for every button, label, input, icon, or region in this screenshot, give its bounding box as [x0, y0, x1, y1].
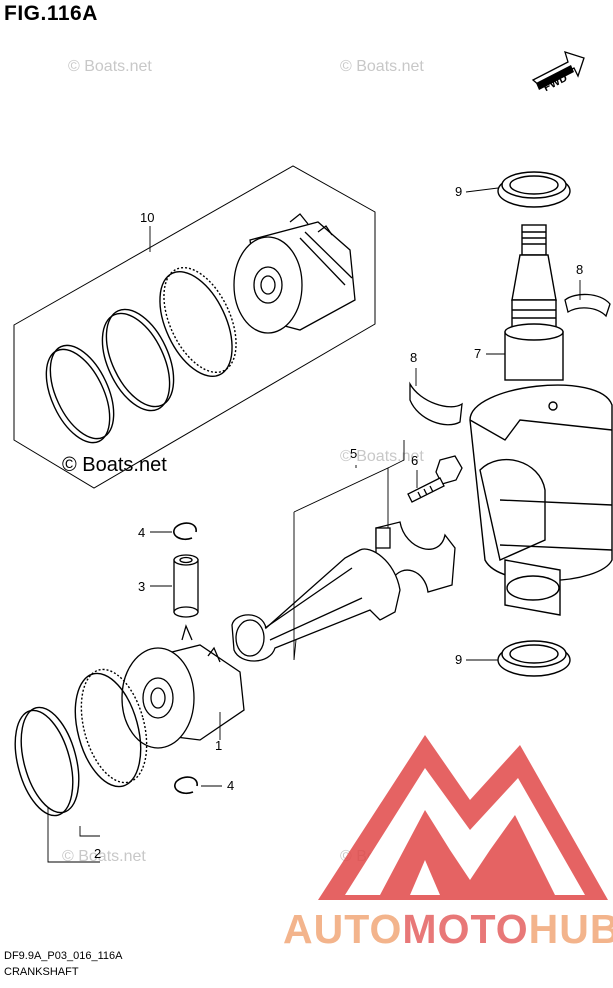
callout-9-top: 9 [455, 184, 463, 199]
figure-title: FIG.116A [4, 2, 98, 25]
callout-8-upper: 8 [576, 262, 584, 277]
brand-part-hub: HUB [528, 906, 613, 952]
circlip-top [173, 522, 197, 541]
brand-part-auto: AUTO [283, 906, 403, 952]
leader-lines [47, 187, 581, 863]
callout-1: 1 [215, 738, 223, 753]
brand-logo-icon [318, 735, 608, 900]
connecting-rod [231, 548, 401, 662]
callout-2: 2 [94, 846, 102, 861]
watermark: © Boats.net [340, 58, 424, 75]
piston-pin [173, 554, 199, 618]
callout-9-bottom: 9 [455, 652, 463, 667]
callout-7: 7 [474, 346, 482, 361]
callout-3: 3 [138, 579, 146, 594]
callout-4-bottom: 4 [227, 778, 235, 793]
oil-seal-bottom [497, 640, 571, 677]
piston-kit-frame [13, 165, 376, 489]
copyright-notice: © Boats.net [62, 454, 167, 476]
callout-6: 6 [411, 453, 419, 468]
piston-rings [14, 668, 148, 817]
crankshaft [469, 224, 613, 616]
callout-10: 10 [140, 210, 155, 225]
section-name: CRANKSHAFT [4, 966, 79, 978]
brand-part-moto: MOTO [402, 906, 529, 952]
bearing-upper [564, 293, 611, 318]
circlip-bottom [174, 776, 198, 795]
piston-kit-piston [233, 213, 356, 334]
callout-5: 5 [350, 446, 358, 461]
fwd-arrow-icon: FWD [531, 51, 585, 94]
bolt [407, 455, 463, 503]
oil-seal-top [497, 171, 571, 208]
callout-8-lower: 8 [410, 350, 418, 365]
callout-4-top: 4 [138, 525, 146, 540]
brand-wordmark: AUTOMOTOHUB [283, 906, 613, 953]
figure-code: DF9.9A_P03_016_116A [4, 950, 123, 962]
watermark: © Boats.net [68, 58, 152, 75]
piston [121, 624, 245, 749]
piston-kit-rings [45, 266, 237, 444]
watermark: © Boats.net [62, 848, 146, 865]
bearing-lower [409, 381, 463, 426]
